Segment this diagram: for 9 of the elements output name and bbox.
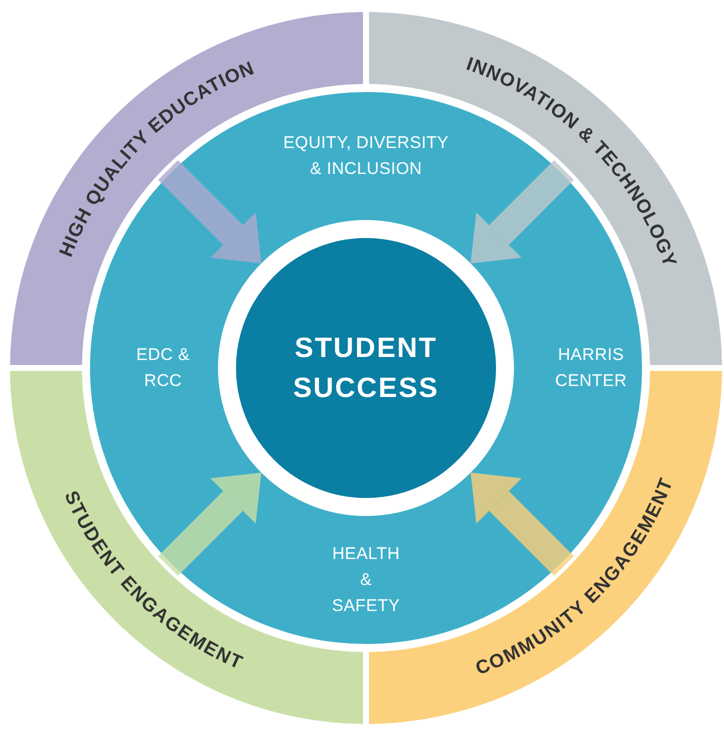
ring-label: HARRIS CENTER [554,344,628,392]
arrow [158,160,262,264]
arrow [470,472,574,576]
ring-label: EQUITY, DIVERSITY & INCLUSION [282,132,450,180]
center-label: STUDENT SUCCESS [292,331,440,405]
arrow [470,160,574,264]
arrow [158,472,262,576]
ring-label: HEALTH & SAFETY [331,543,401,617]
ring-label: EDC & RCC [135,344,191,392]
